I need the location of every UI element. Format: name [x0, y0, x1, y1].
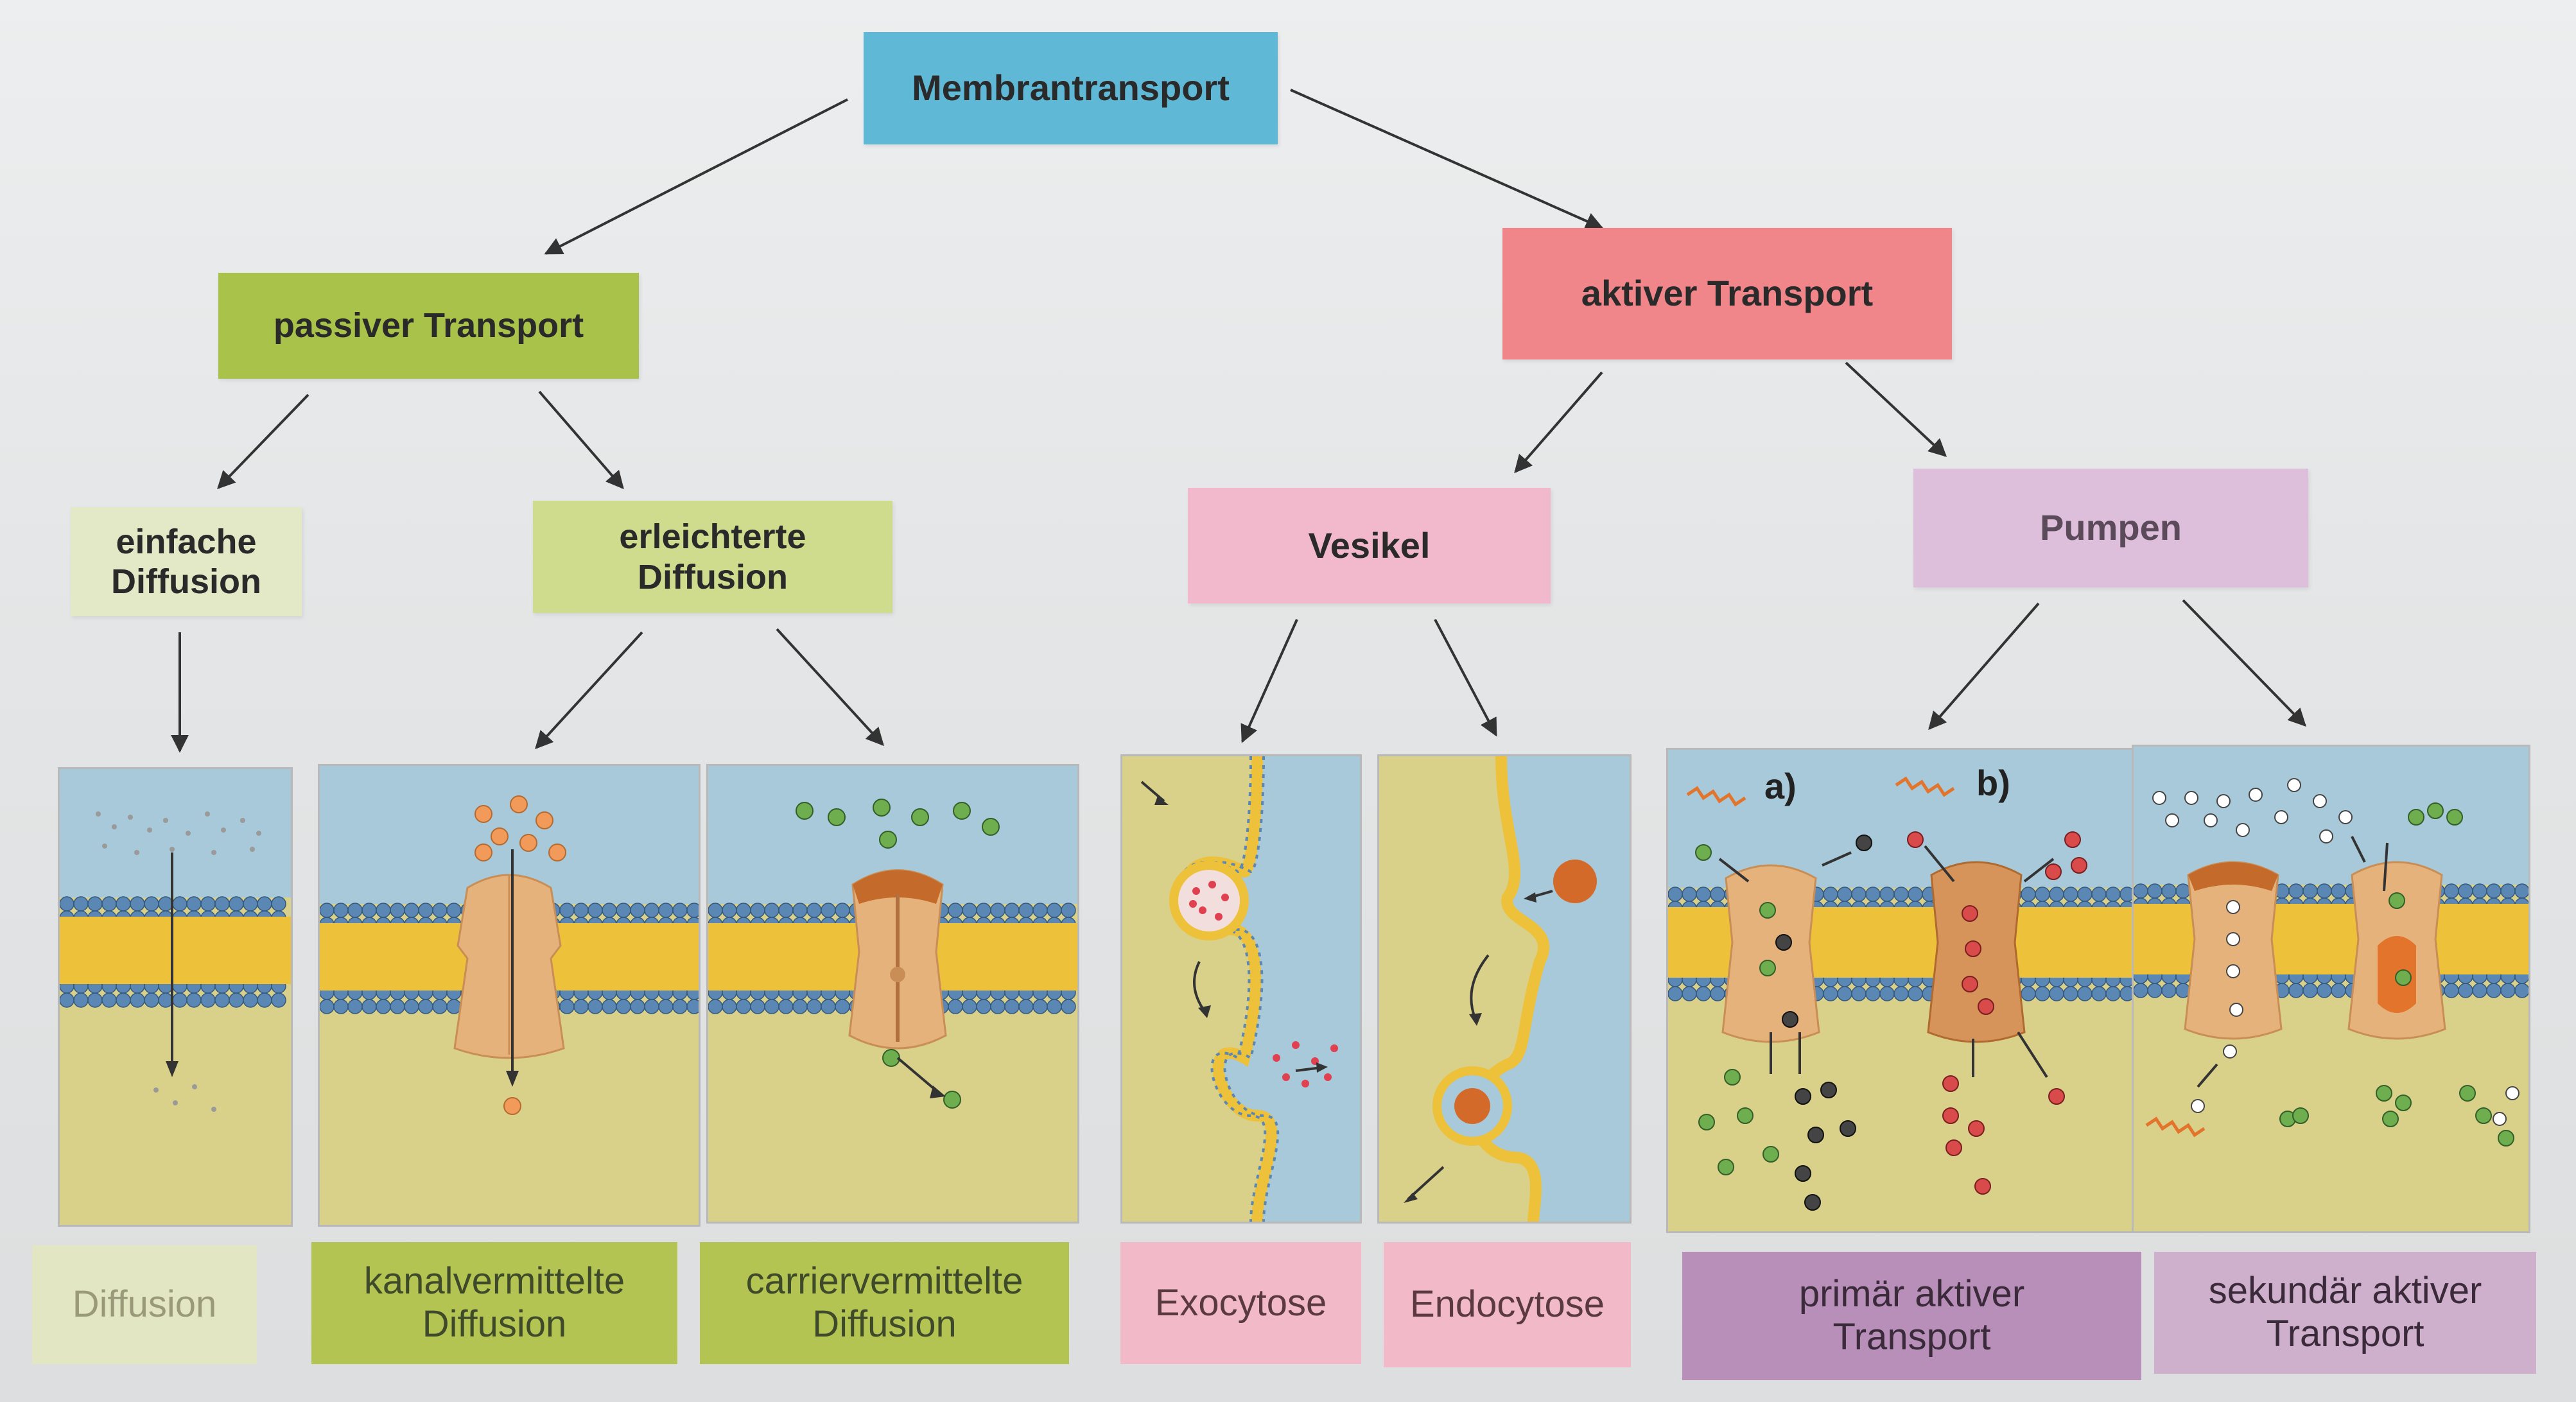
simple-diffusion-box: einfache Diffusion: [71, 507, 302, 616]
panel-carrier-diffusion: [706, 764, 1079, 1224]
pumps-label: Pumpen: [2040, 507, 2182, 548]
bottom-label-exocytosis-line1: Exocytose: [1154, 1281, 1327, 1324]
facilitated-diffusion-line2: Diffusion: [638, 557, 788, 596]
passive-transport-label: passiver Transport: [273, 306, 584, 345]
bottom-label-secondary-line2: Transport: [2266, 1313, 2424, 1354]
bottom-label-secondary: sekundär aktiver Transport: [2154, 1252, 2536, 1374]
bottom-label-carrier-line1: carriervermittelte: [745, 1260, 1023, 1302]
arrow-pumps-to-primary: [1928, 602, 2040, 731]
bottom-label-channel-line2: Diffusion: [422, 1303, 567, 1345]
facilitated-diffusion-line1: erleichterte: [619, 517, 806, 557]
simple-diffusion-line2: Diffusion: [111, 562, 261, 601]
panel-exocytosis: [1120, 754, 1362, 1224]
bottom-label-primary-line1: primär aktiver: [1798, 1273, 2025, 1315]
root-box: Membrantransport: [864, 32, 1278, 144]
arrow-vesicle-to-exo: [1240, 619, 1298, 743]
bottom-label-carrier-line2: Diffusion: [812, 1303, 957, 1345]
active-transport-box: aktiver Transport: [1502, 228, 1952, 359]
bottom-label-endocytosis-line1: Endocytose: [1409, 1283, 1605, 1326]
bottom-label-endocytosis: Endocytose: [1384, 1242, 1631, 1367]
primary-label-b: b): [1976, 763, 2010, 803]
vesicle-label: Vesikel: [1308, 524, 1431, 566]
arrow-root-to-passive: [544, 98, 848, 255]
arrow-vesicle-to-endo: [1434, 619, 1497, 737]
panel-channel-diffusion: [318, 764, 701, 1227]
bottom-label-secondary-line1: sekundär aktiver: [2208, 1270, 2482, 1312]
panel-secondary-active-transport: [2132, 745, 2530, 1233]
root-label: Membrantransport: [912, 67, 1230, 108]
arrow-root-to-active: [1290, 89, 1604, 230]
panel-simple-diffusion: [58, 767, 293, 1227]
facilitated-diffusion-box: erleichterte Diffusion: [533, 501, 892, 613]
bottom-label-carrier: carriervermittelte Diffusion: [700, 1242, 1069, 1364]
bottom-label-diffusion: Diffusion: [32, 1245, 257, 1364]
vesicle-box: Vesikel: [1188, 488, 1551, 603]
bottom-label-primary: primär aktiver Transport: [1682, 1252, 2141, 1380]
bottom-label-exocytosis: Exocytose: [1120, 1242, 1361, 1364]
bottom-label-primary-line2: Transport: [1832, 1316, 1991, 1358]
bottom-label-diffusion-line1: Diffusion: [72, 1283, 217, 1326]
panel-endocytosis: [1377, 754, 1632, 1224]
panel-primary-active-transport: a) b): [1666, 748, 2136, 1233]
passive-transport-box: passiver Transport: [218, 273, 639, 379]
active-transport-label: aktiver Transport: [1581, 273, 1874, 314]
arrow-active-to-vesicle: [1514, 371, 1603, 474]
pumps-box: Pumpen: [1913, 469, 2308, 587]
bottom-label-channel-line1: kanalvermittelte: [363, 1260, 625, 1302]
bottom-label-channel: kanalvermittelte Diffusion: [311, 1242, 677, 1364]
arrow-passive-to-facilitated: [538, 390, 624, 490]
arrow-passive-to-simple: [217, 394, 309, 490]
arrow-active-to-pumps: [1845, 361, 1947, 457]
simple-diffusion-line1: einfache: [116, 522, 257, 561]
arrow-facilitated-to-carrier: [776, 628, 884, 747]
primary-label-a: a): [1764, 766, 1797, 806]
arrow-pumps-to-secondary: [2182, 599, 2306, 727]
arrow-facilitated-to-channel: [535, 631, 643, 750]
